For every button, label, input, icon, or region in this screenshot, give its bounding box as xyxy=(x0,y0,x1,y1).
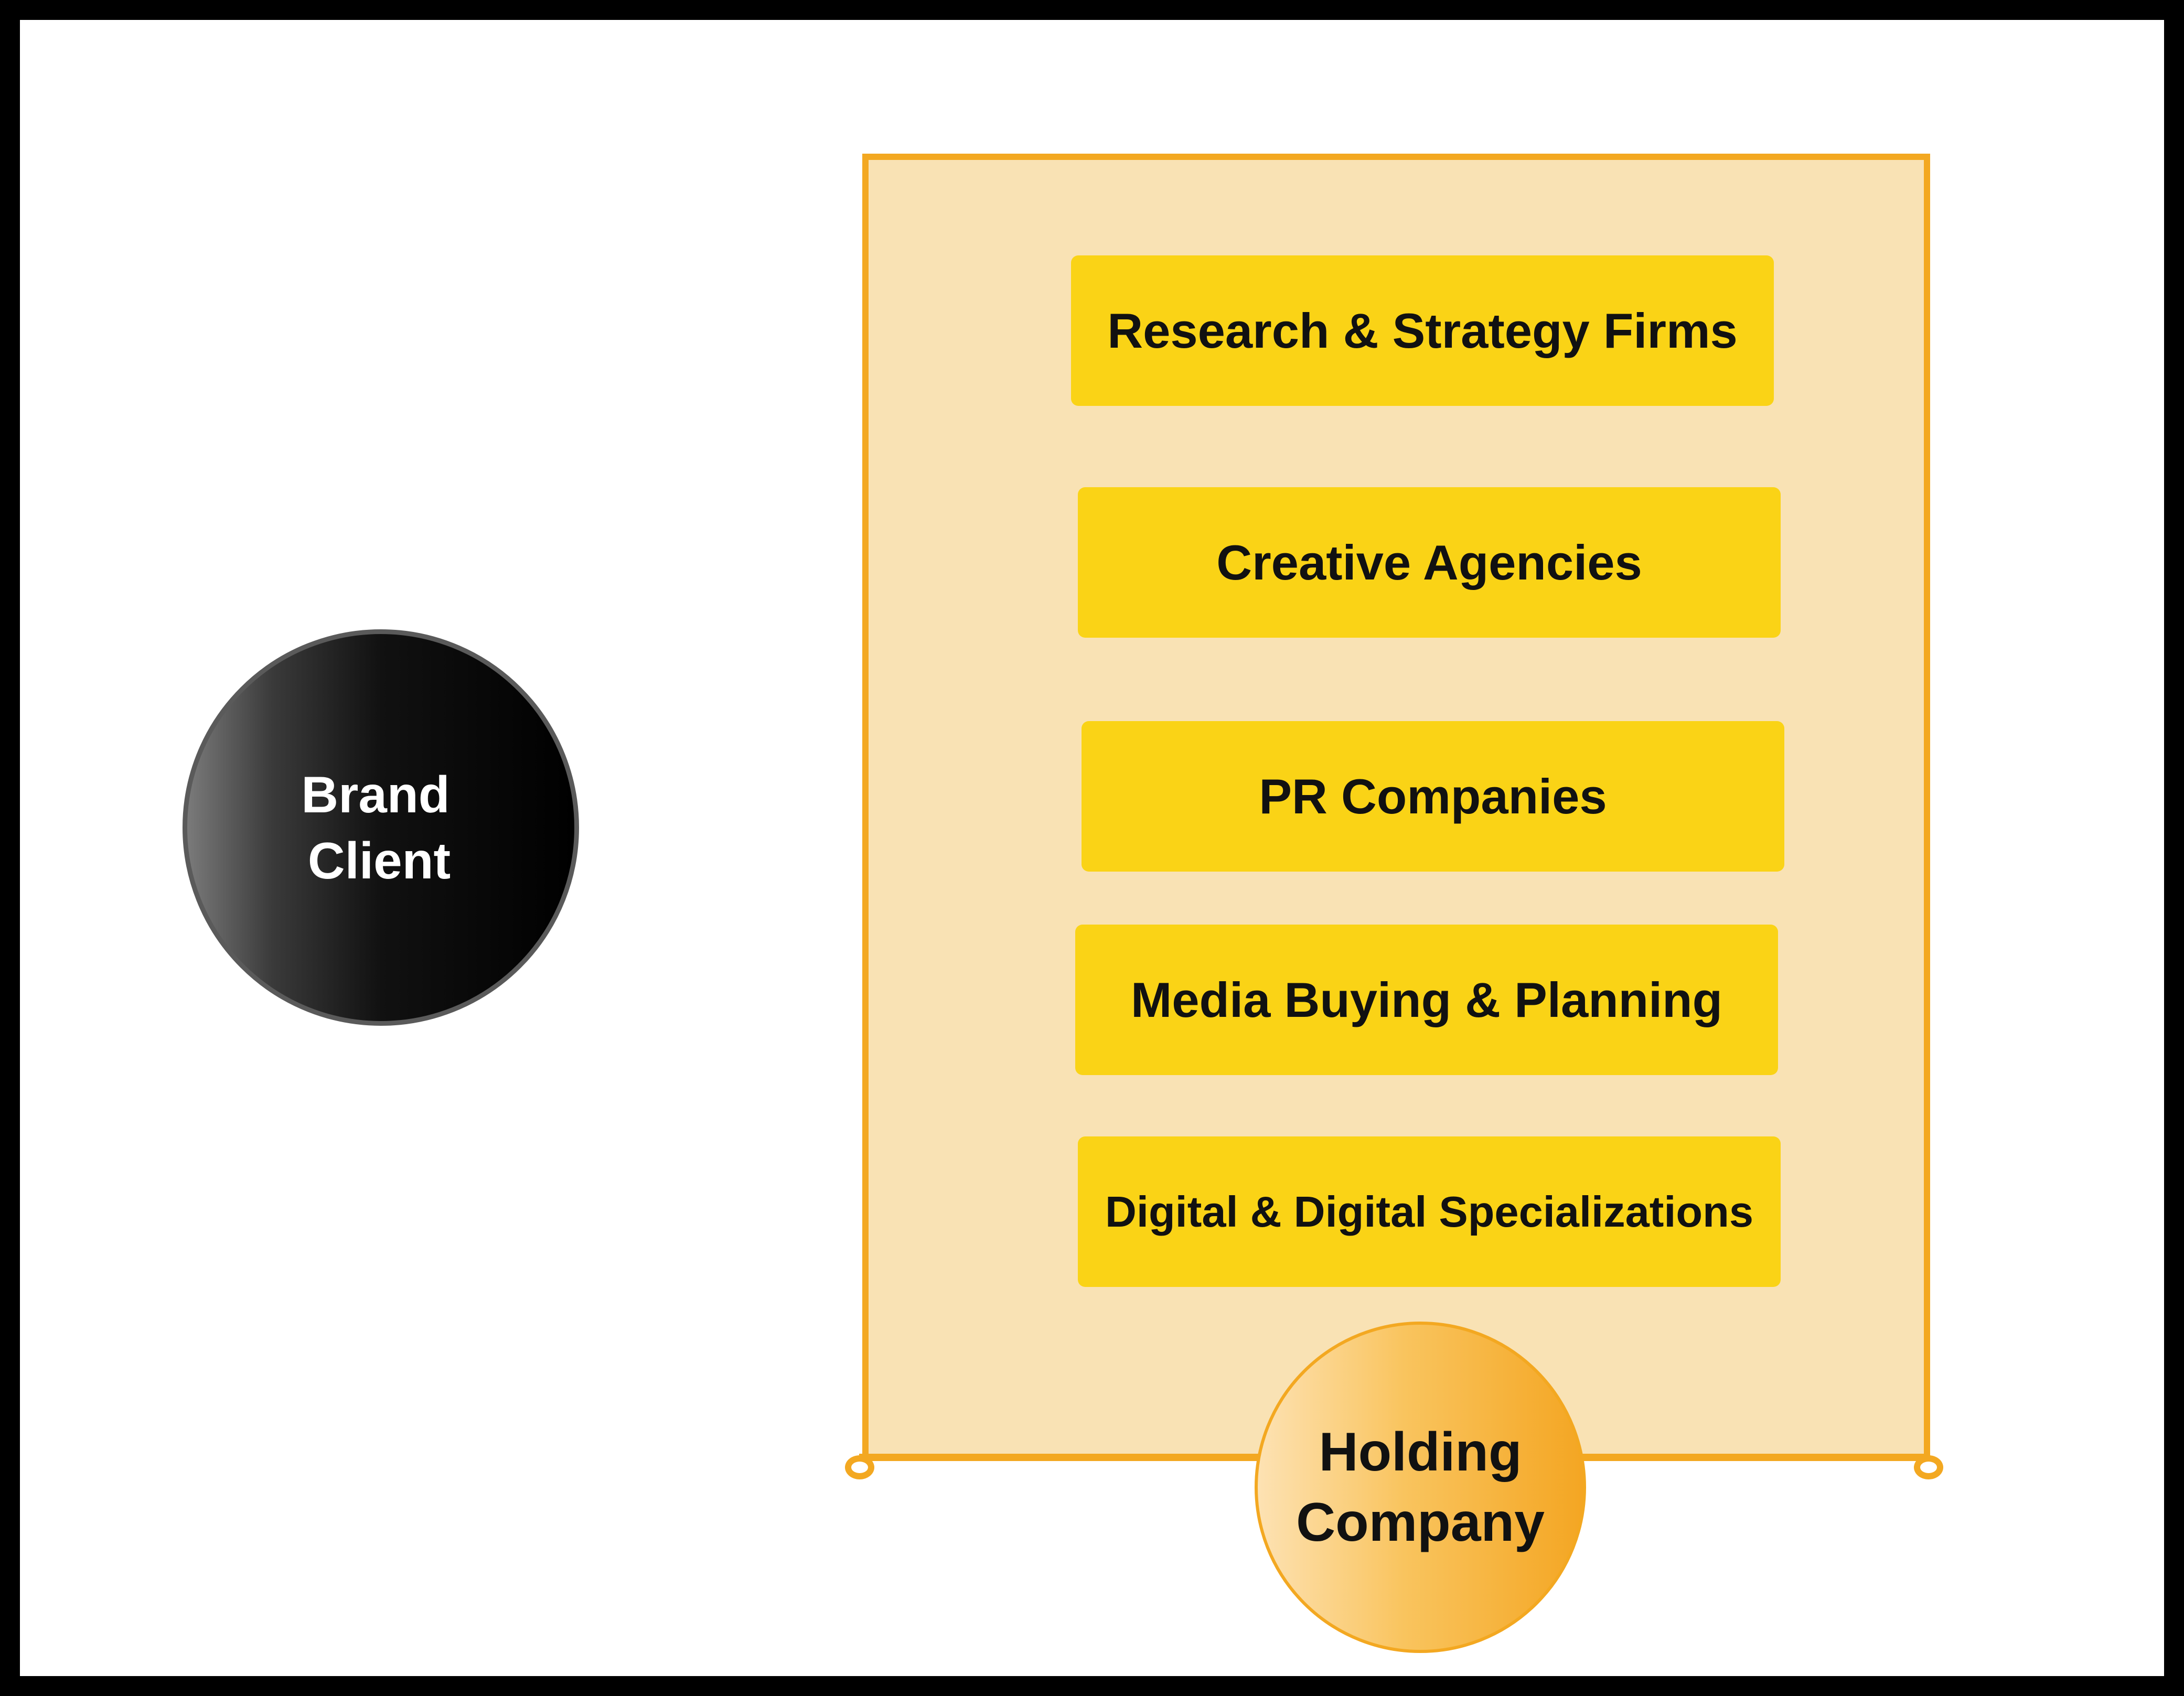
holding-company-label: Holding Company xyxy=(1296,1417,1545,1558)
brand-client-label: Brand Client xyxy=(271,761,480,894)
category-pr-companies: PR Companies xyxy=(1082,721,1784,872)
holding-company-node: Holding Company xyxy=(1255,1322,1586,1653)
holding-company-label-line1: Holding xyxy=(1319,1422,1522,1483)
brand-client-node: Brand Client xyxy=(183,629,579,1026)
holding-company-label-line2: Company xyxy=(1296,1492,1545,1553)
category-research-strategy-firms: Research & Strategy Firms xyxy=(1071,255,1774,406)
brand-client-label-line1: Brand xyxy=(301,766,450,823)
category-digital-specializations: Digital & Digital Specializations xyxy=(1078,1136,1781,1287)
brand-client-label-line2: Client xyxy=(307,832,451,889)
base-line-right-endpoint xyxy=(1914,1455,1943,1479)
category-creative-agencies: Creative Agencies xyxy=(1078,487,1781,638)
base-line-left-endpoint xyxy=(845,1455,874,1479)
category-media-buying-planning: Media Buying & Planning xyxy=(1075,925,1778,1075)
